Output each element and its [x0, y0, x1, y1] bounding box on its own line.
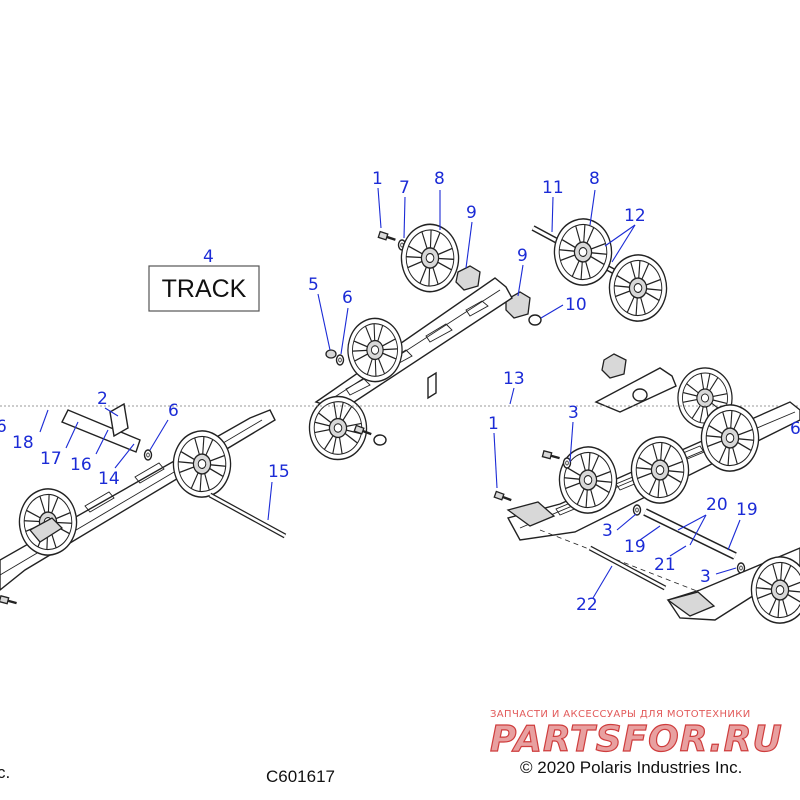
callout-10: 10: [565, 295, 587, 315]
watermark-brand: PARTSFOR.RU: [490, 719, 783, 760]
callout-19: 19: [736, 500, 758, 520]
callout-leader-lines: [39, 187, 741, 599]
callout-1: 1: [488, 414, 499, 434]
diagram-id: C601617: [266, 767, 335, 786]
callout-14: 14: [98, 469, 120, 489]
callout-6: 6: [168, 401, 179, 421]
watermark-caption: ЗАПЧАСТИ И АКСЕССУАРЫ ДЛЯ МОТОТЕХНИКИ: [490, 709, 751, 720]
callout-17: 17: [40, 449, 62, 469]
callout-22: 22: [576, 595, 598, 615]
callout-15: 15: [268, 462, 290, 482]
callout-6: 6: [342, 288, 353, 308]
callout-labels: 1 7 8 9 11 8 12 5 6 9 10 13 3 2 6 18 17 …: [0, 169, 800, 615]
copyright: © 2020 Polaris Industries Inc.: [520, 758, 742, 777]
callout-3: 3: [700, 567, 711, 587]
track-text: TRACK: [162, 275, 247, 303]
track-box: [148, 265, 260, 312]
callout-19: 19: [624, 537, 646, 557]
callout-1: 1: [372, 169, 383, 189]
callout-16: 16: [70, 455, 92, 475]
callout-3: 3: [602, 521, 613, 541]
callout-6: 6: [790, 419, 800, 439]
callout-5: 5: [308, 275, 319, 295]
callout-12: 12: [624, 206, 646, 226]
callout-8: 8: [589, 169, 600, 189]
callout-11: 11: [542, 178, 564, 198]
exploded-view-artwork: [0, 209, 800, 633]
callout-21: 21: [654, 555, 676, 575]
callout-4: 4: [203, 247, 214, 267]
callout-9: 9: [517, 246, 528, 266]
callout-7: 7: [399, 178, 410, 198]
callout-3: 3: [568, 403, 579, 423]
copyright-fragment: c.: [0, 763, 10, 782]
callout-2: 2: [97, 389, 108, 409]
callout-8: 8: [434, 169, 445, 189]
callout-18: 18: [12, 433, 34, 453]
callout-6: 6: [0, 417, 7, 437]
callout-9: 9: [466, 203, 477, 223]
watermark: ЗАПЧАСТИ И АКСЕССУАРЫ ДЛЯ МОТОТЕХНИКИ PA…: [489, 709, 783, 761]
callout-13: 13: [503, 369, 525, 389]
footer: c. C601617 © 2020 Polaris Industries Inc…: [0, 758, 742, 786]
callout-20: 20: [706, 495, 728, 515]
track-label: 4 TRACK: [148, 247, 260, 312]
